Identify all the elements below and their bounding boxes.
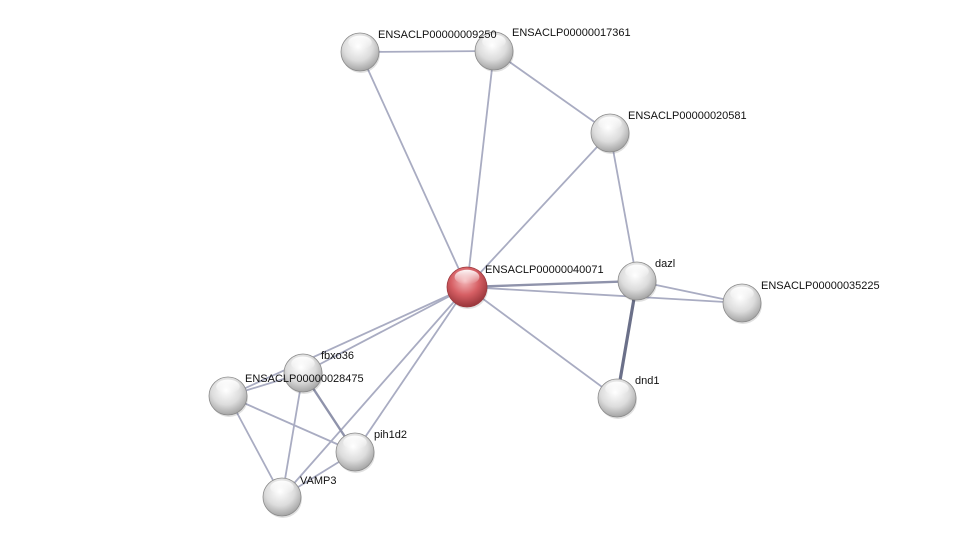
node-pih1d2[interactable]	[335, 432, 375, 473]
node-n09250[interactable]	[340, 32, 380, 73]
edge-n09250-n40071[interactable]	[359, 51, 468, 288]
node-label: ENSACLP00000028475	[245, 373, 364, 385]
node-highlight	[454, 269, 480, 285]
node-n35225[interactable]	[722, 283, 762, 324]
node-highlight	[348, 35, 372, 50]
edge-n40071-n35225[interactable]	[466, 286, 743, 304]
node-label: ENSACLP00000040071	[485, 264, 604, 276]
node-label: ENSACLP00000020581	[628, 110, 747, 122]
edge-dazl-dnd1[interactable]	[615, 280, 639, 399]
edge-n40071-n28475[interactable]	[227, 286, 468, 397]
node-fbxo36[interactable]	[283, 353, 323, 394]
edges	[227, 50, 743, 498]
node-n17361[interactable]	[474, 31, 514, 72]
node-highlight	[216, 379, 240, 394]
node-label: ENSACLP00000017361	[512, 27, 631, 39]
node-highlight	[291, 356, 315, 371]
node-highlight	[270, 480, 294, 495]
edge-n40071-dnd1[interactable]	[466, 286, 618, 399]
edge-n40071-fbxo36[interactable]	[302, 286, 468, 374]
node-highlight	[598, 116, 622, 131]
node-label: fbxo36	[321, 350, 354, 362]
edge-n17361-n20581[interactable]	[493, 50, 611, 134]
edge-n09250-n17361[interactable]	[359, 50, 495, 53]
node-label: ENSACLP00000009250	[378, 29, 497, 41]
node-highlight	[482, 34, 506, 49]
edge-n28475-pih1d2[interactable]	[227, 395, 356, 453]
node-n20581[interactable]	[590, 113, 630, 154]
edge-n40071-VAMP3[interactable]	[281, 286, 468, 498]
node-label: VAMP3	[300, 475, 336, 487]
node-label: dnd1	[635, 375, 659, 387]
edge-n40071-dazl[interactable]	[466, 279, 638, 289]
edge-n17361-n40071[interactable]	[466, 50, 495, 288]
edge-n40071-pih1d2[interactable]	[354, 286, 468, 453]
node-highlight	[625, 264, 649, 279]
node-label: ENSACLP00000035225	[761, 280, 880, 292]
node-dnd1[interactable]	[597, 378, 637, 419]
node-highlight	[730, 286, 754, 301]
node-label: pih1d2	[374, 429, 407, 441]
node-highlight	[343, 435, 367, 450]
node-n40071[interactable]	[446, 266, 488, 309]
node-highlight	[605, 381, 629, 396]
nodes	[208, 31, 762, 518]
edge-n20581-n40071[interactable]	[466, 132, 611, 288]
node-VAMP3[interactable]	[262, 477, 302, 518]
node-n28475[interactable]	[208, 376, 248, 417]
edge-n20581-dazl[interactable]	[609, 132, 638, 282]
node-dazl[interactable]	[617, 261, 657, 302]
edge-fbxo36-VAMP3[interactable]	[281, 372, 304, 498]
node-label: dazl	[655, 258, 675, 270]
